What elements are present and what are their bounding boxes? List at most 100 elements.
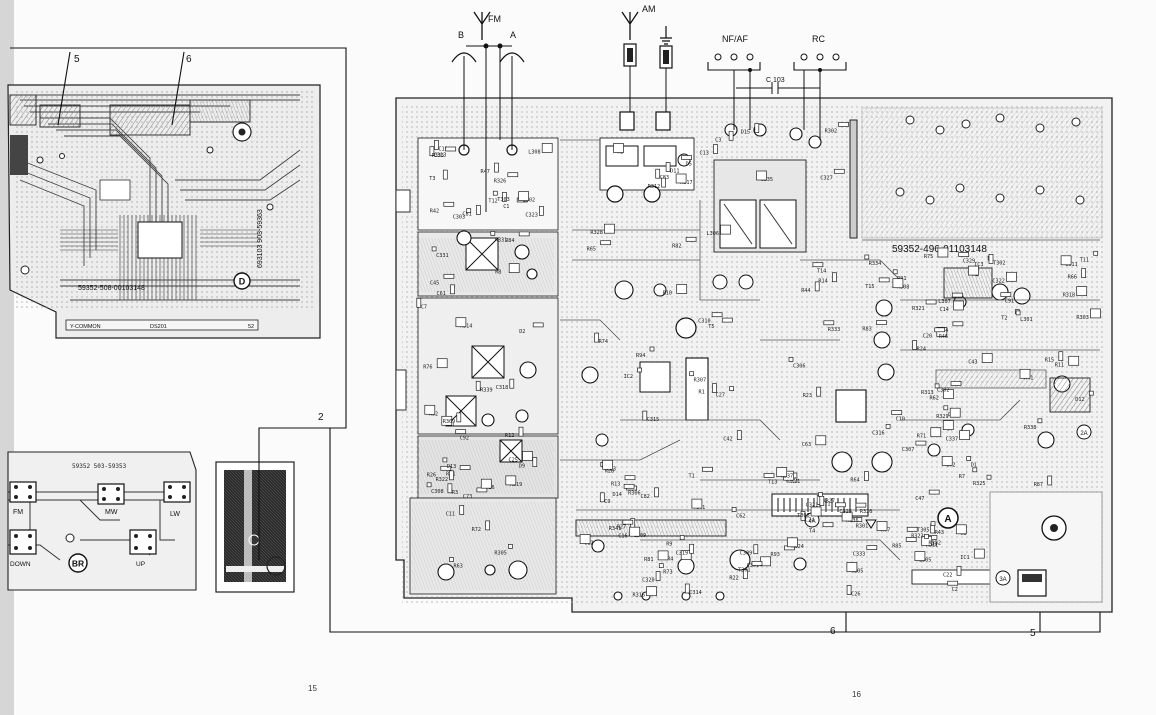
- main-tuner-board: 59352-496-01103148 4A: [395, 97, 1113, 613]
- component-body: [930, 427, 942, 438]
- component-label: R26: [427, 472, 436, 478]
- component-body: [522, 451, 533, 461]
- component-label: R12: [505, 433, 514, 439]
- component-body: [721, 317, 733, 323]
- component-label: C47: [915, 496, 924, 502]
- component-body: [579, 534, 591, 544]
- component-body: [906, 526, 918, 532]
- component-label: R9: [666, 542, 672, 548]
- component-body: [953, 300, 964, 311]
- component-label: T303: [497, 197, 510, 203]
- component-label: D3: [931, 541, 937, 547]
- component-body: [657, 550, 669, 561]
- component-body: [518, 191, 529, 201]
- component-label: R341: [609, 526, 622, 532]
- component-body: [459, 505, 465, 515]
- component-label: R3: [452, 490, 458, 496]
- component-body: [833, 168, 845, 174]
- component-label: R83: [862, 327, 871, 333]
- switch-mw-label: MW: [105, 509, 118, 516]
- component-body: [492, 190, 498, 196]
- component-label: C316: [872, 430, 885, 436]
- component-label: R4: [667, 557, 673, 563]
- component-body: [440, 465, 452, 471]
- component-label: R316: [633, 593, 646, 599]
- component-body: [891, 410, 903, 415]
- component-body: [684, 583, 690, 594]
- component-body: [459, 465, 471, 470]
- component-body: [818, 492, 823, 497]
- component-body: [878, 277, 890, 283]
- component-label: R331: [495, 237, 508, 243]
- component-body: [646, 586, 657, 597]
- component-body: [1000, 292, 1012, 297]
- component-body: [754, 123, 760, 133]
- component-label: L308: [528, 149, 541, 155]
- component-label: T1: [689, 473, 695, 479]
- component-body: [502, 192, 507, 202]
- component-label: C73: [463, 494, 472, 500]
- component-body: [712, 383, 717, 393]
- component-label: D14: [613, 492, 622, 498]
- component-body: [505, 475, 517, 486]
- component-label: R64: [850, 478, 859, 484]
- component-body: [864, 254, 870, 260]
- component-body: [810, 506, 822, 517]
- component-body: [832, 272, 837, 283]
- component-body: [466, 208, 472, 213]
- component-body: [876, 521, 888, 531]
- component-label: T301: [738, 567, 751, 573]
- component-body: [751, 561, 763, 566]
- component-label: R327: [823, 499, 836, 505]
- component-label: C319: [676, 550, 689, 556]
- switch-board-marker: BR: [72, 559, 84, 569]
- component-body: [532, 322, 544, 328]
- component-body: [892, 269, 898, 275]
- component-body: [756, 170, 767, 181]
- component-body: [943, 405, 949, 411]
- component-body: [1060, 255, 1072, 266]
- component-label: R309: [443, 419, 456, 425]
- main-marker-4a: 4A: [808, 519, 815, 525]
- component-body: [1006, 271, 1017, 282]
- component-label: T15: [865, 284, 874, 290]
- component-body: [972, 467, 978, 473]
- am-antenna-icon: [621, 11, 639, 40]
- component-body: [855, 502, 867, 508]
- component-body: [449, 470, 454, 481]
- component-label: C307: [902, 447, 915, 453]
- component-body: [599, 492, 605, 503]
- left-control-board: Y-COMMON DS201 52 59352-508-00103148 693…: [7, 84, 321, 339]
- component-body: [822, 522, 834, 528]
- component-label: R42: [430, 208, 439, 214]
- c103-label: C 103: [766, 77, 785, 84]
- component-body: [518, 231, 530, 237]
- component-label: R84: [505, 238, 514, 244]
- component-label: D9: [519, 464, 525, 470]
- component-body: [485, 520, 490, 531]
- component-label: R28: [605, 468, 614, 474]
- component-label: R76: [423, 365, 432, 371]
- component-body: [622, 519, 634, 525]
- component-body: [934, 383, 940, 389]
- component-label: R81: [644, 557, 653, 563]
- component-label: D1: [971, 463, 977, 469]
- component-label: R87: [1034, 482, 1043, 488]
- component-label: C327: [820, 175, 833, 181]
- component-label: R82: [672, 243, 681, 249]
- component-label: C2: [952, 587, 958, 593]
- component-body: [691, 498, 703, 509]
- component-body: [958, 252, 970, 257]
- component-label: D2: [519, 329, 525, 335]
- component-label: C14: [940, 307, 949, 313]
- component-label: IC2: [624, 374, 633, 380]
- component-body: [711, 312, 723, 318]
- component-label: C314: [689, 590, 702, 596]
- component-label: T14: [817, 269, 826, 275]
- component-label: R13: [611, 482, 620, 488]
- component-label: C331: [436, 253, 449, 259]
- component-label: C16: [618, 533, 627, 539]
- component-body: [680, 550, 692, 560]
- component-label: T4: [809, 529, 815, 535]
- component-label: C308: [431, 489, 444, 495]
